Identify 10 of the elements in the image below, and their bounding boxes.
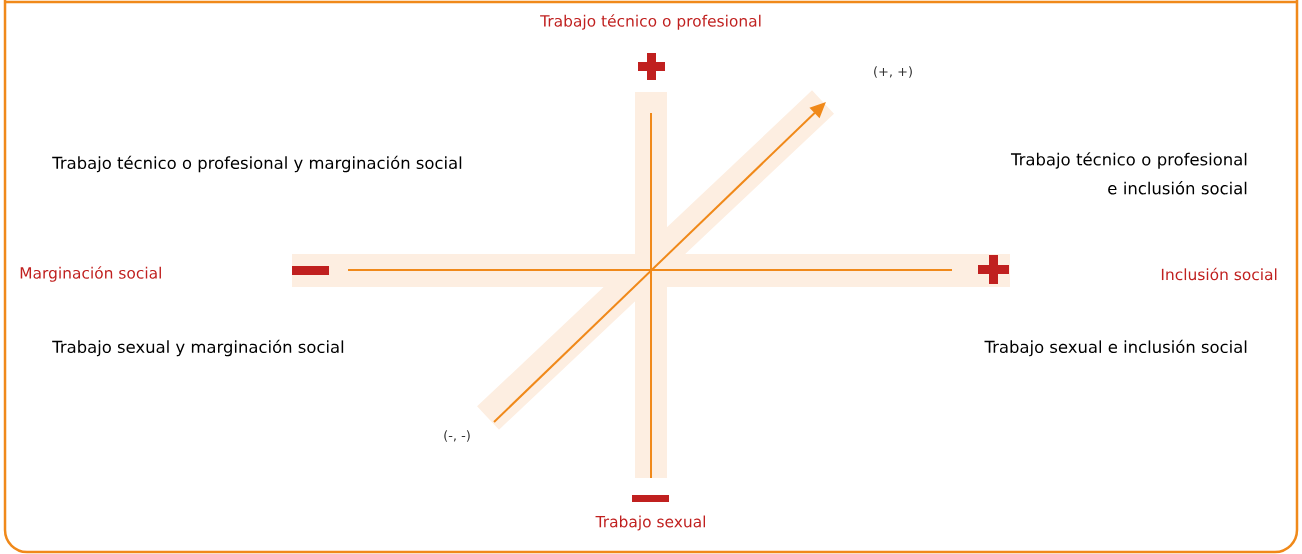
quadrant-label: Trabajo sexual e inclusión social — [984, 339, 1247, 357]
axis-title: Trabajo sexual — [595, 515, 705, 531]
corner-label: (-, -) — [444, 430, 470, 442]
corner-label: (+, +) — [874, 66, 912, 78]
quadrant-label: Trabajo técnico o profesional e inclusión social — [1010, 152, 1247, 195]
axis-title: Marginación social — [20, 266, 161, 282]
axis-title: Trabajo técnico o profesional — [540, 14, 761, 30]
quadrant-label: Trabajo técnico o profesional y marginación social — [52, 155, 462, 173]
quadrant-label: Trabajo sexual y marginación social — [52, 339, 344, 357]
axis-title: Inclusión social — [1161, 267, 1277, 281]
